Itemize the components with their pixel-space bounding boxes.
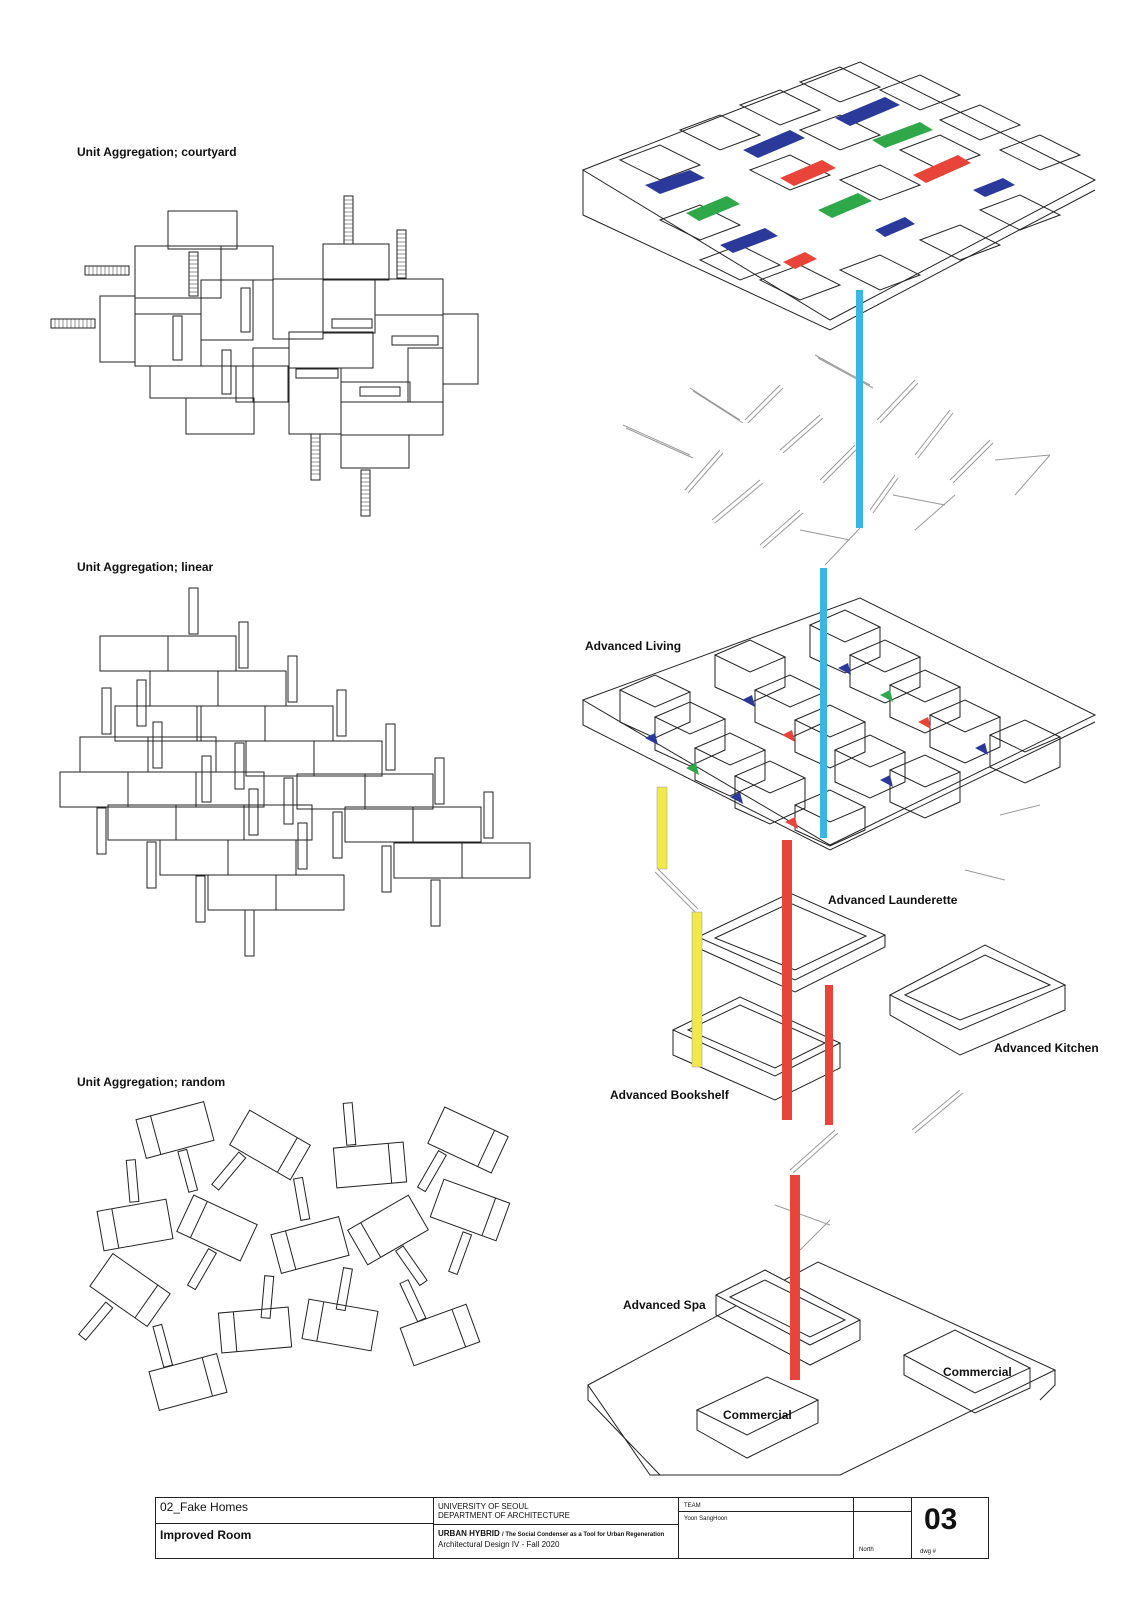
- course-line-1: URBAN HYBRID / The Social Condenser as a…: [438, 1529, 664, 1539]
- label-commercial-right: Commercial: [943, 1365, 1012, 1379]
- title-department: DEPARTMENT OF ARCHITECTURE: [438, 1511, 571, 1520]
- label-advanced-spa: Advanced Spa: [623, 1298, 706, 1312]
- red-core-main: [782, 840, 792, 1120]
- title-project: 02_Fake Homes: [156, 1498, 434, 1524]
- course-subtitle: / The Social Condenser as a Tool for Urb…: [502, 1532, 665, 1538]
- blue-core-lower: [820, 568, 827, 838]
- bookshelf-box: [671, 996, 842, 1101]
- north-label: North: [859, 1547, 874, 1553]
- title-block: 02_Fake Homes Improved Room UNIVERSITY O…: [155, 1497, 989, 1559]
- title-university: UNIVERSITY OF SEOUL: [438, 1502, 529, 1511]
- heading-linear: Unit Aggregation; linear: [77, 560, 214, 574]
- ground-layer: [587, 1261, 1057, 1476]
- stair-layer: [622, 354, 1051, 1251]
- living-color-markers: [645, 663, 988, 829]
- team-divider: [678, 1511, 854, 1512]
- dwg-label: dwg #: [920, 1549, 937, 1555]
- heading-random: Unit Aggregation; random: [77, 1075, 226, 1089]
- course-title: URBAN HYBRID: [438, 1529, 500, 1538]
- north-divider: [854, 1511, 912, 1512]
- blue-core-upper: [856, 290, 863, 528]
- yellow-core-lower: [691, 911, 703, 1068]
- team-cell: [678, 1498, 854, 1558]
- dwg-number: 03: [924, 1503, 958, 1536]
- team-member: Yoon SangHoon: [684, 1516, 728, 1522]
- north-cell: [854, 1498, 912, 1558]
- top-unit-layer: [581, 61, 1097, 331]
- kitchen-box: [888, 944, 1067, 1056]
- label-commercial-left: Commercial: [723, 1408, 792, 1422]
- label-advanced-bookshelf: Advanced Bookshelf: [610, 1088, 729, 1102]
- team-label: TEAM: [684, 1503, 701, 1509]
- yellow-core-upper: [656, 786, 668, 870]
- red-core-secondary: [825, 985, 833, 1125]
- label-advanced-kitchen: Advanced Kitchen: [994, 1041, 1099, 1055]
- title-sheet: Improved Room: [156, 1524, 434, 1558]
- label-advanced-living: Advanced Living: [585, 639, 682, 653]
- heading-courtyard: Unit Aggregation; courtyard: [77, 145, 237, 159]
- label-advanced-launderette: Advanced Launderette: [828, 893, 958, 907]
- course-line: Architectural Design IV - Fall 2020: [438, 1540, 560, 1549]
- title-divider: [434, 1524, 678, 1525]
- red-core-lower: [790, 1175, 800, 1380]
